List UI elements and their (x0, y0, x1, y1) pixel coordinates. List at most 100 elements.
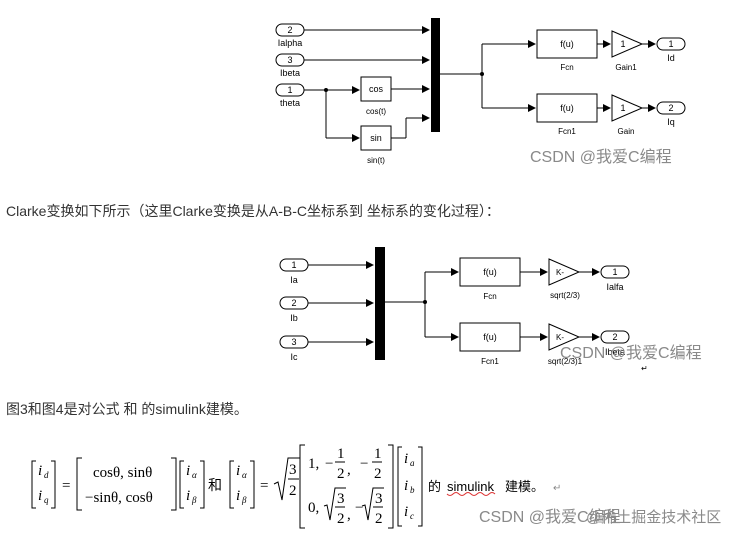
clarke-intro-paragraph: Clarke变换如下所示（这里Clarke变换是从A-B-C坐标系到 坐标系的变… (6, 203, 500, 219)
branch-point (423, 300, 427, 304)
formula-sub-q: q (44, 495, 49, 505)
gain1-value: 1 (620, 39, 625, 49)
gain-label: sqrt(2/3) (550, 291, 580, 300)
matrix-comma: , (347, 507, 351, 523)
inport-ibeta[interactable]: 3 Ibeta (275, 53, 305, 78)
formula-image: i d i q = cosθ, sinθ −sinθ, cosθ i α i β… (31, 444, 561, 529)
formula-sub-alpha: α (242, 470, 247, 480)
inport-number: 3 (287, 55, 292, 65)
outport-ibeta[interactable]: 2 Ibeta (600, 330, 630, 357)
matrix-row1: cosθ, sinθ (93, 465, 152, 481)
gain-sqrt23-1-block[interactable]: K- sqrt(2/3)1 (548, 323, 583, 366)
cos-block-label: cos(t) (366, 107, 386, 116)
formula-i: i (236, 463, 240, 479)
park-simulink-diagram: 2 Ialpha 3 Ibeta 1 theta cos cos(t) sin … (275, 18, 686, 165)
formula-tail-rest: 建模。 (505, 480, 544, 495)
matrix-row2: −sinθ, cosθ (85, 490, 153, 506)
signal-lines (304, 26, 656, 142)
gain-sqrt23-block[interactable]: K- sqrt(2/3) (548, 258, 581, 300)
matrix-comma: , (347, 462, 351, 478)
inport-theta[interactable]: 1 theta (275, 83, 305, 108)
mux-block[interactable] (431, 18, 440, 132)
inport-ia[interactable]: 1 Ia (279, 258, 309, 285)
formula-sub-alpha: α (192, 470, 197, 480)
sqrt3-den: 2 (375, 511, 383, 527)
fcn-block-text: f(u) (560, 39, 574, 49)
formula-sub-beta: β (241, 495, 247, 505)
outport-number: 2 (612, 332, 617, 342)
inport-ic[interactable]: 3 Ic (279, 335, 309, 362)
figure-note-paragraph: 图3和图4是对公式 和 的simulink建模。 (6, 401, 248, 417)
inport-number: 3 (291, 337, 296, 347)
inport-label: Ia (290, 275, 298, 285)
fcn-block-label: Fcn (483, 292, 496, 301)
gain-value: 1 (620, 103, 625, 113)
formula-equals: = (62, 478, 70, 494)
outport-id[interactable]: 1 Id (656, 37, 686, 63)
outport-label: Iq (667, 117, 675, 127)
inport-label: Ialpha (278, 38, 303, 48)
csdn-watermark: CSDN @我爱C编程 (530, 148, 672, 166)
formula-sub-beta: β (191, 495, 197, 505)
formula-tail-de: 的 (428, 479, 441, 495)
matrix-one-comma: 1, (308, 456, 319, 472)
formula-i: i (186, 463, 190, 479)
signal-lines (308, 261, 600, 346)
gain-value: K- (556, 333, 564, 342)
fcn1-block[interactable]: f(u) Fcn1 (459, 322, 521, 366)
formula-i: i (404, 451, 408, 467)
inport-number: 2 (287, 25, 292, 35)
inport-label: Ib (290, 313, 298, 323)
inport-ialpha[interactable]: 2 Ialpha (275, 23, 305, 48)
return-mark: ↵ (553, 483, 561, 494)
mux-block[interactable] (375, 247, 385, 360)
gain-label: Gain (618, 127, 635, 136)
fcn1-block-label: Fcn1 (558, 127, 576, 136)
fcn-block[interactable]: f(u) Fcn (536, 29, 598, 72)
fcn-block-label: Fcn (560, 63, 573, 72)
outport-number: 2 (668, 103, 673, 113)
csdn-watermark: CSDN @我爱C编程 (479, 508, 621, 526)
inport-label: Ibeta (280, 68, 300, 78)
csdn-watermark: CSDN @我爱C编程 (560, 344, 702, 362)
gain1-block[interactable]: 1 Gain1 (611, 30, 644, 72)
outport-ialfa[interactable]: 1 Ialfa (600, 265, 630, 292)
sqrt3-num: 3 (337, 491, 345, 507)
gain1-label: Gain1 (615, 63, 637, 72)
fcn-block[interactable]: f(u) Fcn (459, 257, 521, 301)
half-num: 1 (337, 446, 345, 462)
fcn-block-text: f(u) (483, 267, 497, 277)
half-num: 1 (374, 446, 382, 462)
formula-id-i: i (38, 463, 42, 479)
formula-sub-d: d (44, 470, 49, 480)
fcn1-block[interactable]: f(u) Fcn1 (536, 93, 598, 136)
matrix-neg: − (360, 456, 368, 472)
formula-sub-c: c (410, 511, 414, 521)
formula-i: i (186, 488, 190, 504)
gain-block[interactable]: 1 Gain (611, 94, 644, 136)
formula-i: i (404, 478, 408, 494)
sin-block[interactable]: sin sin(t) (360, 125, 392, 165)
clarke-simulink-diagram: 1 Ia 2 Ib 3 Ic f(u) Fcn f(u) Fcn1 K- sqr… (279, 247, 630, 366)
matrix-neg: − (355, 500, 363, 516)
sqrt3-num: 3 (375, 491, 383, 507)
cos-block[interactable]: cos cos(t) (360, 76, 392, 116)
juejin-watermark: @稀土掘金技术社区 (586, 509, 721, 526)
outport-iq[interactable]: 2 Iq (656, 101, 686, 127)
branch-point (324, 88, 328, 92)
fcn1-block-text: f(u) (560, 103, 574, 113)
inport-ib[interactable]: 2 Ib (279, 296, 309, 323)
outport-number: 1 (668, 39, 673, 49)
outport-number: 1 (612, 267, 617, 277)
formula-iq-i: i (38, 488, 42, 504)
gain-label: sqrt(2/3)1 (548, 357, 583, 366)
matrix-zero-comma: 0, (308, 500, 319, 516)
inport-label: theta (280, 98, 300, 108)
outport-label: Ibeta (605, 347, 625, 357)
sin-block-label: sin(t) (367, 156, 385, 165)
sin-block-text: sin (370, 133, 382, 143)
formula-i: i (404, 504, 408, 520)
sqrt3-den: 2 (337, 511, 345, 527)
formula-and: 和 (208, 478, 222, 494)
formula-equals: = (260, 478, 268, 494)
